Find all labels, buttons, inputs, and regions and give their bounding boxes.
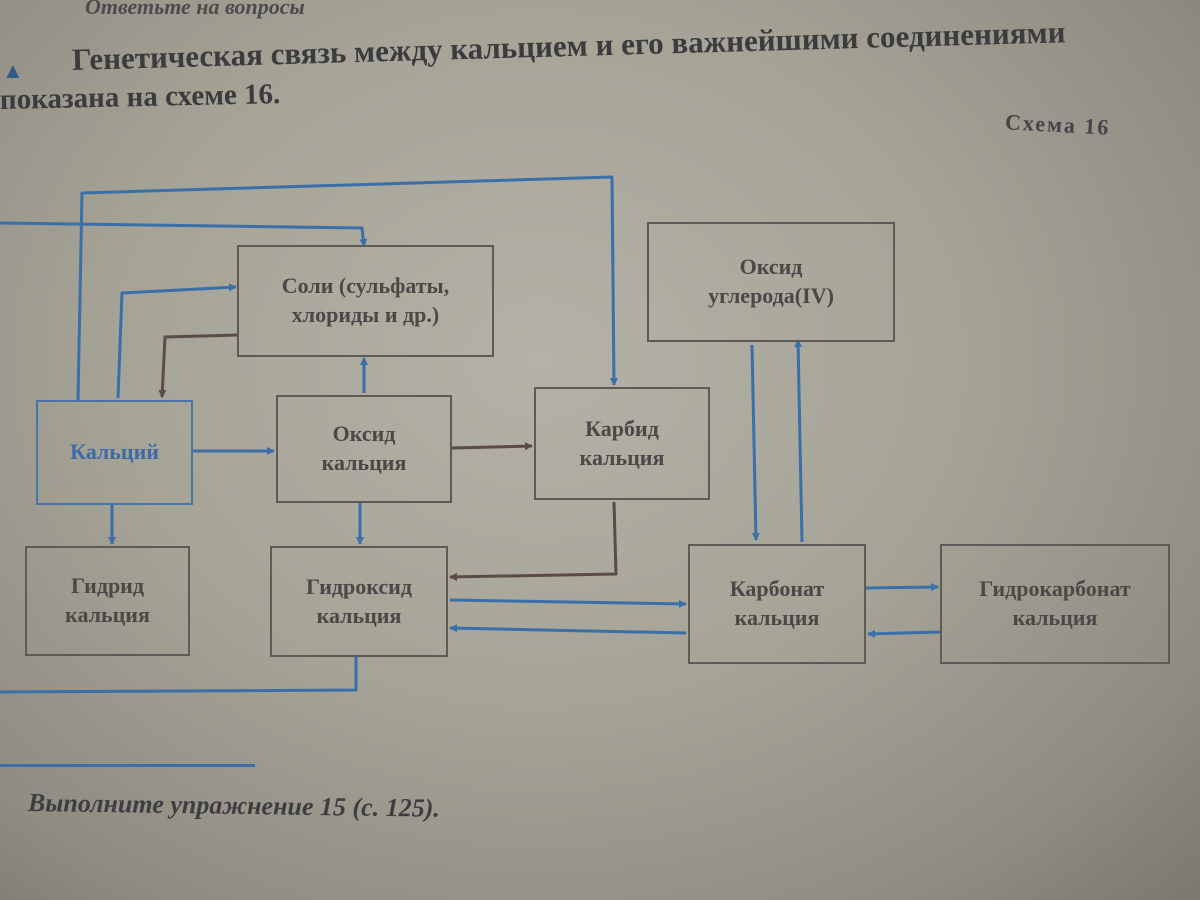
box-calcium-oxide-line2: кальция: [321, 450, 407, 475]
box-calcium: Кальций: [36, 400, 193, 505]
triangle-marker-icon: ▲: [2, 58, 24, 83]
box-calcium-bicarbonate: Гидрокарбонат кальция: [940, 544, 1170, 664]
arrow-carbonate-to-hydroxide: [449, 624, 687, 635]
box-calcium-carbonate: Карбонат кальция: [688, 544, 866, 664]
arrow-calcium-to-salts: [116, 283, 237, 399]
arrow-carbonate-to-bicarbonate: [865, 583, 939, 592]
box-salts-line1: Соли (сульфаты,: [281, 273, 450, 299]
top-cut-text: Ответьте на вопросы: [85, 0, 305, 19]
box-calcium-line1: Кальций: [70, 439, 159, 465]
box-carbon-oxide: Оксид углерода(IV): [647, 222, 895, 342]
arrow-carbide-to-hydroxide: [449, 501, 618, 581]
arrow-hydroxide-to-carbonate: [449, 598, 687, 608]
footer-rule: [0, 764, 255, 767]
box-calcium-carbonate-line2: кальция: [734, 605, 820, 630]
box-calcium-hydride-line1: Гидрид: [70, 573, 144, 599]
box-calcium-hydroxide: Гидроксид кальция: [270, 546, 448, 657]
box-carbon-oxide-line2: углерода(IV): [708, 283, 834, 308]
box-calcium-hydroxide-line2: кальция: [316, 602, 402, 628]
box-calcium-carbonate-line1: Карбонат: [729, 576, 825, 602]
footer-exercise-text: Выполните упражнение 15 (с. 125).: [27, 788, 441, 823]
box-calcium-oxide-line1: Оксид: [332, 421, 396, 447]
box-calcium-hydride: Гидрид кальция: [25, 546, 190, 656]
arrow-carbonate-to-co2: [794, 339, 804, 543]
box-calcium-carbide-line2: кальция: [579, 444, 665, 470]
box-calcium-hydroxide-line1: Гидроксид: [306, 573, 412, 599]
arrow-salts-to-calcium: [158, 333, 239, 398]
arrow-left-to-salts: [0, 221, 368, 247]
box-calcium-carbide-line1: Карбид: [585, 415, 659, 441]
arrow-calcium-to-carbide: [76, 175, 618, 401]
arrow-oxide-to-carbide: [451, 442, 533, 451]
box-salts: Соли (сульфаты, хлориды и др.): [237, 245, 494, 357]
box-calcium-bicarbonate-line1: Гидрокарбонат: [979, 576, 1131, 602]
arrow-co2-to-carbonate: [750, 344, 760, 541]
box-calcium-bicarbonate-line2: кальция: [1012, 605, 1098, 630]
box-salts-line2: хлориды и др.): [291, 302, 440, 327]
arrow-bicarbonate-to-carbonate: [867, 629, 941, 638]
box-carbon-oxide-line1: Оксид: [739, 254, 803, 280]
line-hydroxide-to-left: [0, 657, 358, 694]
box-calcium-oxide: Оксид кальция: [276, 395, 452, 503]
box-calcium-carbide: Карбид кальция: [534, 387, 710, 500]
box-calcium-hydride-line2: кальция: [65, 602, 150, 627]
